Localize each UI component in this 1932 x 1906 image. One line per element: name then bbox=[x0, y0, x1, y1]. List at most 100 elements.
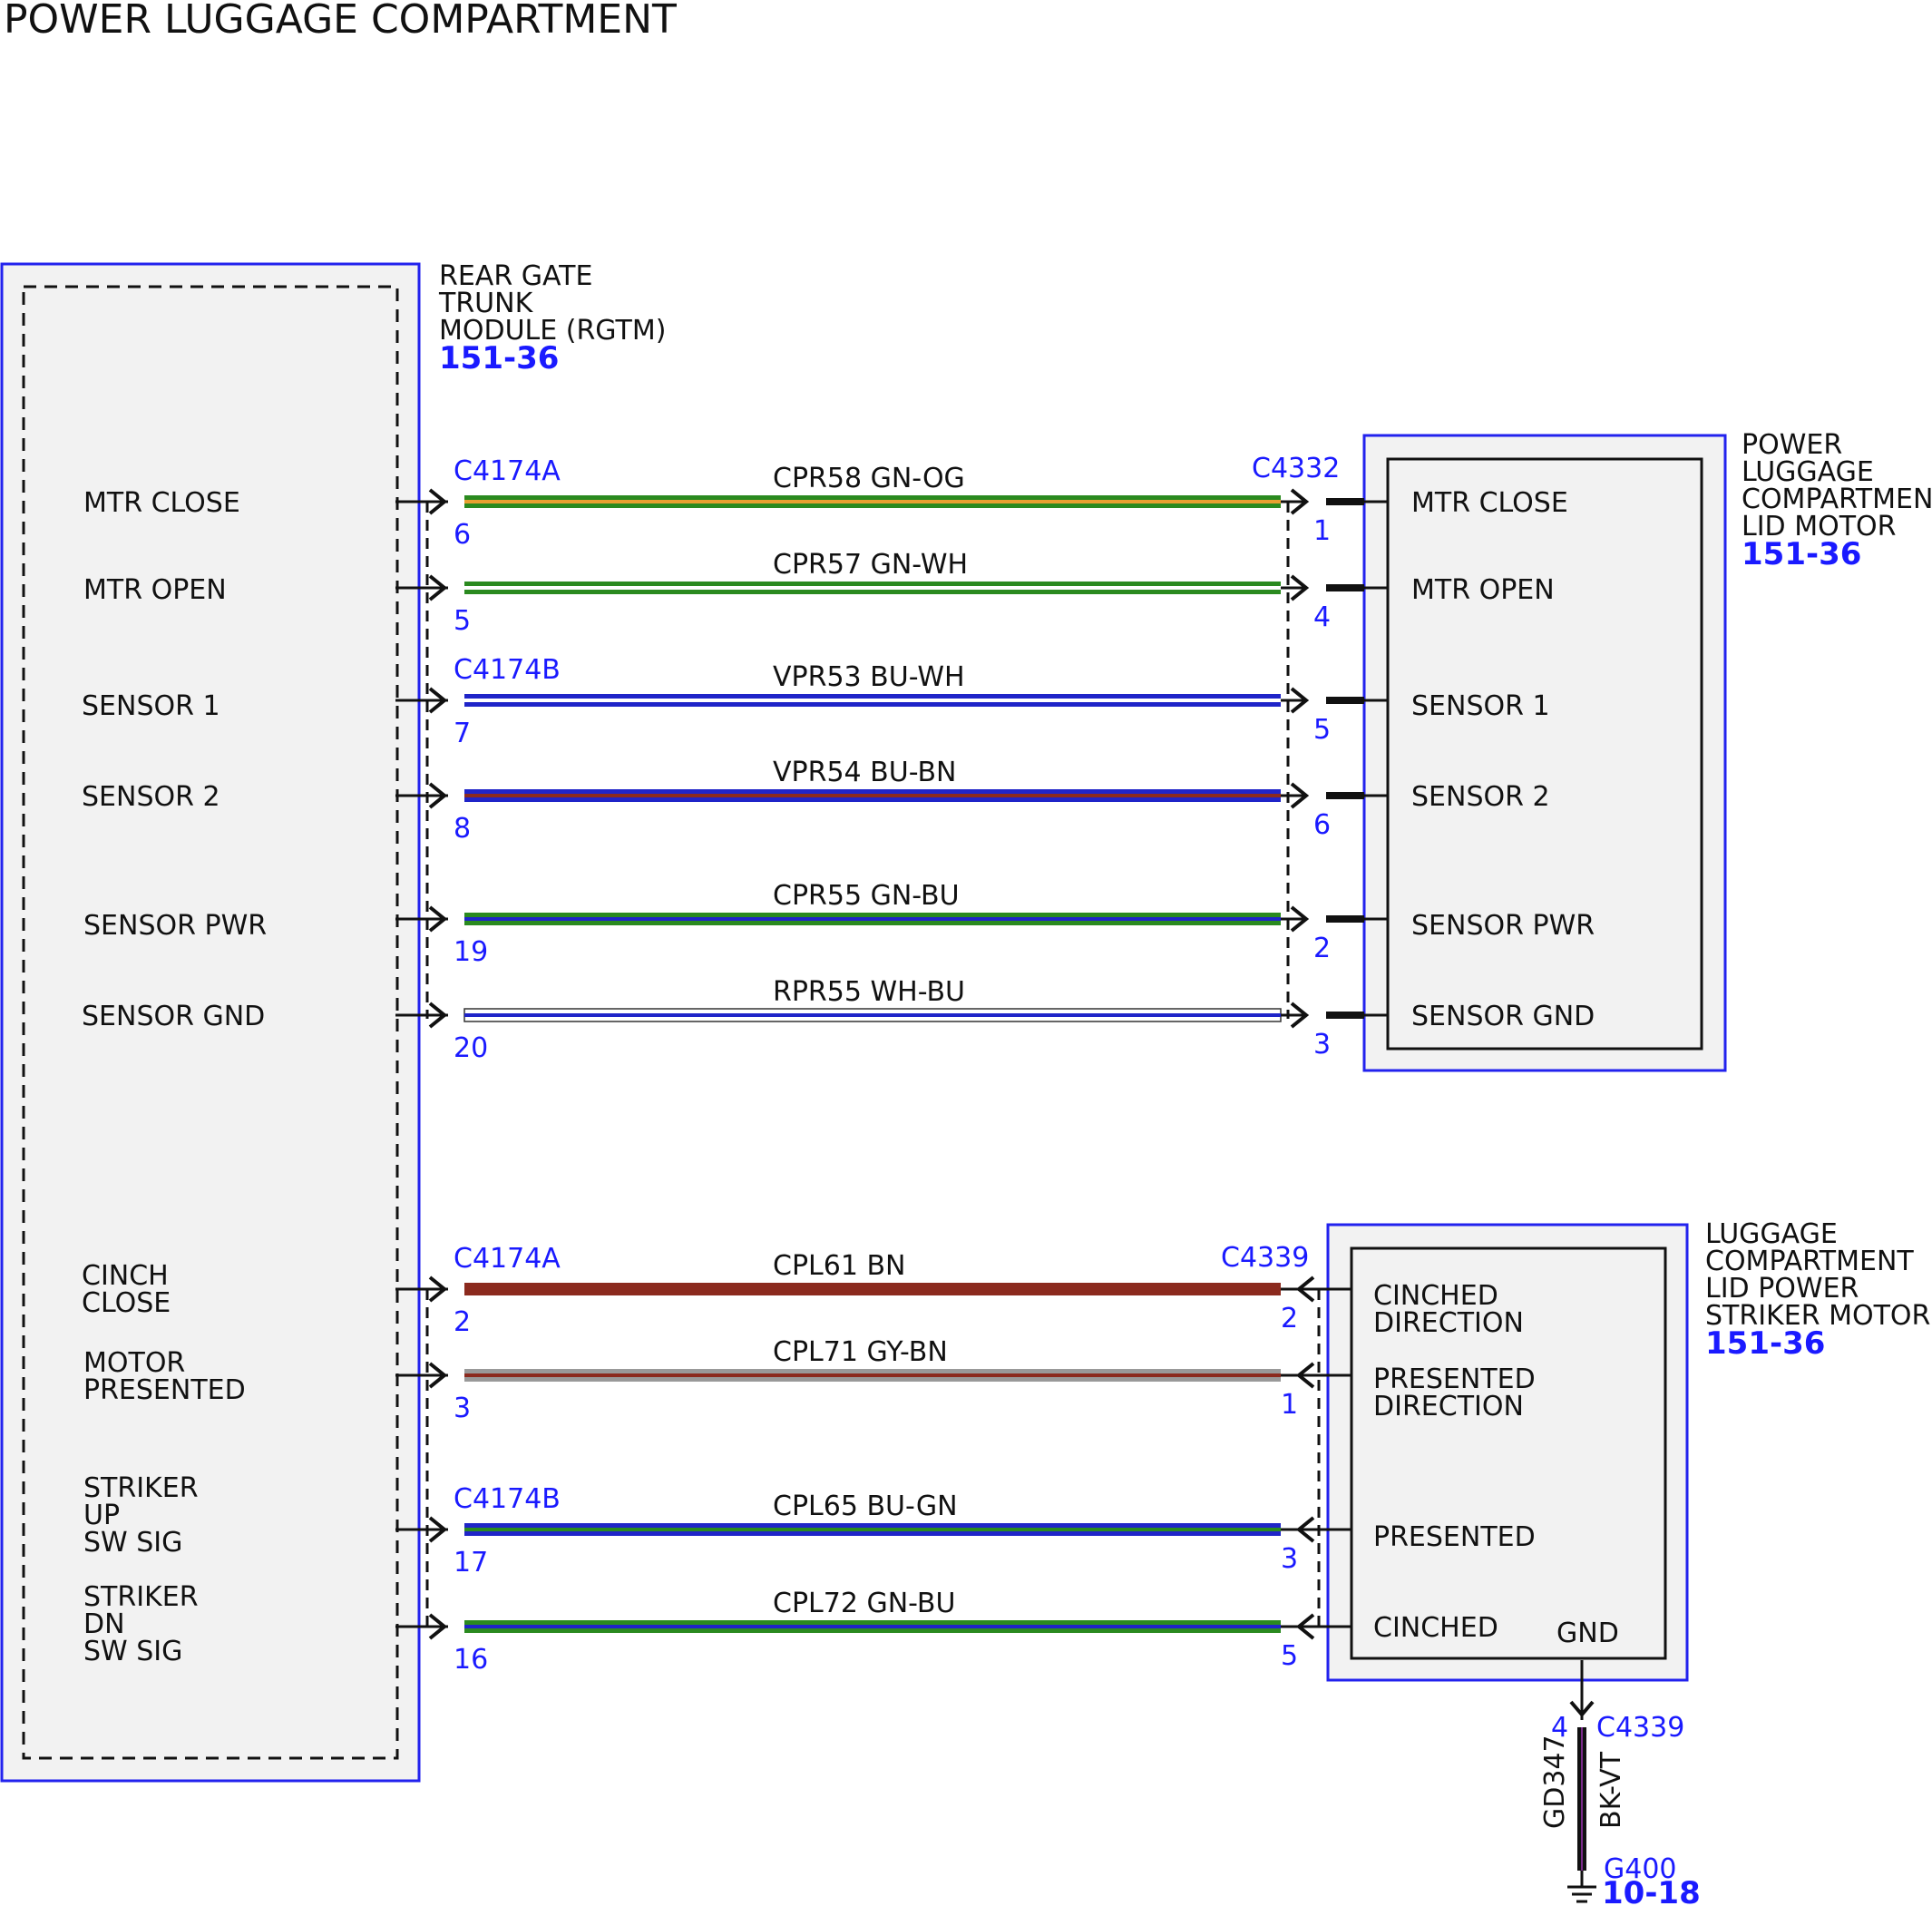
connector-chevron bbox=[428, 1516, 448, 1543]
circuit-label: CPL65 BU-GN bbox=[773, 1491, 958, 1522]
striker-motor-pin-label: DIRECTION bbox=[1373, 1307, 1524, 1339]
rgtm-name-line-2: TRUNK bbox=[438, 288, 534, 319]
rgtm-pin-label: PRESENTED bbox=[83, 1374, 246, 1406]
wire-stripe bbox=[464, 917, 1281, 921]
connector-chevron bbox=[428, 574, 448, 601]
connector-pin-number: 6 bbox=[1313, 809, 1331, 841]
rgtm-pin-label: CLOSE bbox=[82, 1287, 171, 1319]
striker-motor-ref-link[interactable]: 151-36 bbox=[1705, 1325, 1825, 1362]
rgtm-pin-label: STRIKER bbox=[83, 1472, 199, 1504]
lid-motor-pin-label: SENSOR GND bbox=[1411, 1001, 1595, 1032]
wire-stripe bbox=[464, 586, 1281, 590]
connector-chevron bbox=[428, 1276, 448, 1303]
rgtm-pin-label: SENSOR 1 bbox=[82, 690, 220, 722]
circuit-label: CPL71 GY-BN bbox=[773, 1336, 948, 1368]
circuit-label: CPR57 GN-WH bbox=[773, 549, 968, 581]
lid-motor-ref-link[interactable]: 151-36 bbox=[1742, 536, 1861, 572]
connector-pin-number: 4 bbox=[1313, 601, 1331, 633]
connector-chevron bbox=[428, 687, 448, 714]
lid-motor-pin-label: SENSOR 1 bbox=[1411, 690, 1550, 722]
striker-motor-name-line-2: COMPARTMENT bbox=[1705, 1246, 1914, 1277]
connector-pin-number: 16 bbox=[454, 1644, 488, 1676]
connector-chevron bbox=[428, 1613, 448, 1640]
rgtm-ref-link[interactable]: 151-36 bbox=[439, 340, 559, 376]
connector-chevron bbox=[1290, 488, 1310, 515]
circuit-label: CPL61 BN bbox=[773, 1250, 905, 1282]
connector-pin-number: 7 bbox=[454, 718, 471, 749]
connector-chevron bbox=[428, 905, 448, 933]
ground-ref-link[interactable]: 10-18 bbox=[1602, 1875, 1701, 1906]
connector-pin-number: 5 bbox=[1281, 1640, 1298, 1672]
connector-pin-number: 6 bbox=[454, 519, 471, 551]
connector-chevron bbox=[1290, 687, 1310, 714]
rgtm-name-line-3: MODULE (RGTM) bbox=[439, 315, 666, 347]
striker-motor-name-line-3: LID POWER bbox=[1705, 1273, 1859, 1305]
rgtm-pin-label: UP bbox=[83, 1500, 120, 1531]
striker-motor-pin-label: CINCHED bbox=[1373, 1280, 1498, 1312]
rgtm-pin-label: SW SIG bbox=[83, 1636, 182, 1667]
lid-motor-pin-label: MTR CLOSE bbox=[1411, 487, 1568, 519]
rgtm-module: REAR GATE TRUNK MODULE (RGTM) 151-36 MTR… bbox=[0, 260, 666, 1783]
wire-stripe bbox=[464, 1287, 1281, 1291]
rgtm-pin-label: STRIKER bbox=[83, 1581, 199, 1613]
connector-pin-number: 2 bbox=[1313, 933, 1331, 964]
lid-motor-pin-label: SENSOR 2 bbox=[1411, 781, 1550, 813]
connector-chevron bbox=[1290, 782, 1310, 809]
circuit-label: CPR58 GN-OG bbox=[773, 463, 965, 494]
connector-chevron bbox=[1295, 1276, 1315, 1303]
connector-chevron bbox=[428, 1362, 448, 1389]
wire-stripe bbox=[464, 1013, 1281, 1017]
wire-stripe bbox=[464, 500, 1281, 503]
circuit-label: CPL72 GN-BU bbox=[773, 1588, 955, 1619]
rgtm-pin-label: SENSOR PWR bbox=[83, 910, 267, 942]
connector-pin-number: 19 bbox=[454, 936, 488, 968]
wire-stripe bbox=[464, 1373, 1281, 1377]
page-title: POWER LUGGAGE COMPARTMENT bbox=[4, 0, 677, 43]
striker-motor-pin-label: DIRECTION bbox=[1373, 1391, 1524, 1422]
connector-chevron bbox=[428, 782, 448, 809]
connector-pin-number: 20 bbox=[454, 1032, 488, 1064]
lid-motor-pin-label: SENSOR PWR bbox=[1411, 910, 1595, 942]
wire-stripe bbox=[464, 699, 1281, 702]
lid-motor-component: POWER LUGGAGE COMPARTMENT LID MOTOR 151-… bbox=[1252, 429, 1932, 1072]
lid-motor-pin-label: MTR OPEN bbox=[1411, 574, 1555, 606]
connector-chevron bbox=[1295, 1613, 1315, 1640]
lid-motor-name-line-1: POWER bbox=[1742, 429, 1842, 461]
connector-chevron bbox=[1290, 1002, 1310, 1029]
striker-motor-name-line-4: STRIKER MOTOR bbox=[1705, 1300, 1930, 1332]
ground-connector-id: C4339 bbox=[1596, 1712, 1684, 1744]
connector-chevron bbox=[1295, 1516, 1315, 1543]
connector-pin-number: 2 bbox=[454, 1306, 471, 1338]
ground-connector-chevron bbox=[1569, 1700, 1595, 1718]
lid-motor-name-line-3: COMPARTMENT bbox=[1742, 484, 1932, 515]
circuit-label: VPR54 BU-BN bbox=[773, 757, 957, 788]
connector-id: C4174B bbox=[454, 654, 561, 686]
striker-motor-component: LUGGAGE COMPARTMENT LID POWER STRIKER MO… bbox=[1221, 1218, 1930, 1682]
lid-motor-name-line-2: LUGGAGE bbox=[1742, 456, 1874, 488]
striker-motor-inner-border bbox=[1350, 1246, 1667, 1660]
connector-chevron bbox=[428, 1002, 448, 1029]
ground-circuit: 4 C4339 GD347 BK-VT G400 10-18 bbox=[1539, 1660, 1701, 1906]
lid-motor-connector-id: C4332 bbox=[1252, 453, 1340, 484]
lid-motor-inner-border bbox=[1386, 457, 1703, 1051]
rgtm-pin-label: SENSOR 2 bbox=[82, 781, 220, 813]
ground-circuit-id: GD347 bbox=[1539, 1735, 1571, 1829]
ground-wire-color: BK-VT bbox=[1595, 1751, 1627, 1829]
connector-chevron bbox=[428, 488, 448, 515]
wire-stripe bbox=[464, 794, 1281, 797]
striker-motor-pin-label: PRESENTED bbox=[1373, 1521, 1536, 1553]
connector-pin-number: 3 bbox=[1313, 1029, 1331, 1061]
wire-stripe bbox=[464, 1625, 1281, 1628]
striker-motor-name-line-1: LUGGAGE bbox=[1705, 1218, 1838, 1250]
rgtm-pin-label: MTR OPEN bbox=[83, 574, 227, 606]
rgtm-pin-label: MTR CLOSE bbox=[83, 487, 240, 519]
connector-chevron bbox=[1290, 905, 1310, 933]
striker-motor-gnd-label: GND bbox=[1556, 1618, 1619, 1649]
connector-id: C4174B bbox=[454, 1483, 561, 1515]
connector-pin-number: 3 bbox=[1281, 1543, 1298, 1575]
connector-pin-number: 3 bbox=[454, 1393, 471, 1424]
rgtm-pin-label: CINCH bbox=[82, 1260, 169, 1292]
circuit-label: VPR53 BU-WH bbox=[773, 661, 965, 693]
rgtm-inner-dashed-border bbox=[22, 285, 399, 1760]
